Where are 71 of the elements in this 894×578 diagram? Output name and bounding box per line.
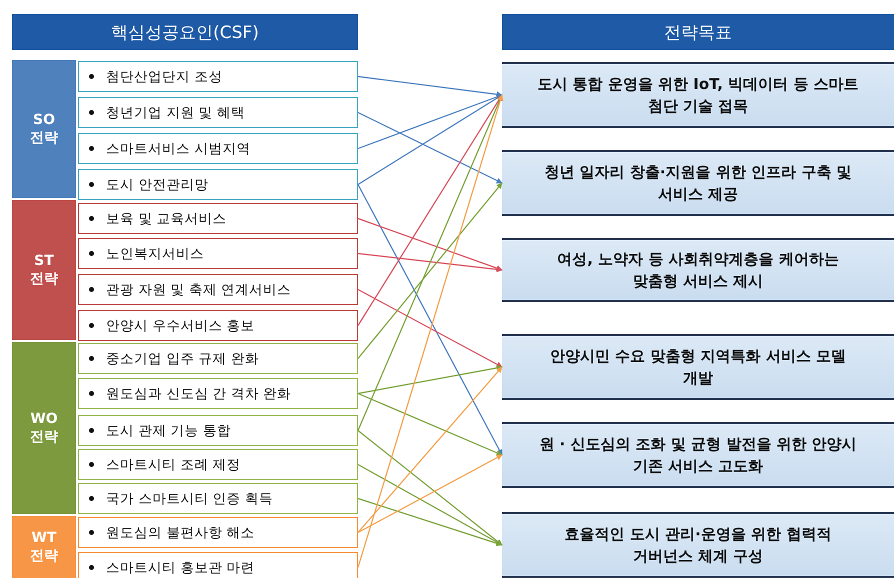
strategy-band	[12, 200, 76, 340]
item-text: 보육 및 교육서비스	[106, 210, 227, 228]
csf-item-box	[78, 343, 358, 374]
arrow	[358, 182, 502, 359]
arrow	[357, 94, 504, 568]
column-header	[12, 14, 358, 50]
item-text: 스마트서비스 시범지역	[106, 140, 250, 158]
node-text: 여성, 노약자 등 사회취약계층을 케어하는 맞춤형 서비스 제시	[556, 248, 840, 292]
item-text: 스마트시티 홍보관 마련	[106, 558, 255, 576]
arrow	[358, 112, 503, 184]
goal-box	[502, 238, 894, 302]
csf-item-box	[78, 415, 358, 446]
arrow	[357, 184, 503, 456]
column-header	[502, 14, 894, 50]
goal-box	[502, 422, 894, 488]
node-text: WT 전략	[28, 528, 59, 566]
item-text: 국가 스마트시티 인증 획득	[106, 490, 273, 508]
node-text: 청년 일자리 창출·지원을 위한 인프라 구축 및 서비스 제공	[543, 162, 853, 205]
node-text: 전략목표	[664, 22, 732, 44]
node-text: 핵심성공요인(CSF)	[111, 22, 259, 44]
item-text: 노인복지서비스	[106, 244, 204, 262]
goal-box	[502, 62, 894, 128]
goal-box	[502, 512, 894, 578]
node-text: 안양시민 수요 맞춤형 지역특화 서비스 모델 개발	[548, 346, 848, 389]
arrow	[358, 365, 503, 394]
csf-item-box	[78, 517, 358, 548]
node-text: 원 · 신도심의 조화 및 균형 발전을 위한 안양시 기존 서비스 고도화	[538, 434, 858, 477]
strategy-band	[12, 516, 76, 578]
item-text: 도시 관제 기능 통합	[106, 422, 231, 440]
arrow	[358, 94, 502, 326]
arrow	[358, 218, 503, 271]
arrow	[358, 430, 502, 546]
csf-item-box	[78, 97, 358, 128]
item-text: 첨단산업단지 조성	[106, 68, 222, 86]
arrow	[358, 76, 503, 98]
item-text: 원도심과 신도심 간 격차 완화	[106, 384, 292, 402]
item-text: 중소기업 입주 규제 완화	[106, 350, 259, 368]
arrow	[358, 366, 502, 533]
arrow	[358, 498, 503, 546]
csf-item-box	[78, 378, 358, 409]
item-text: 원도심의 불편사항 해소	[106, 524, 255, 542]
csf-item-box	[78, 238, 358, 269]
arrow	[358, 454, 503, 534]
csf-item-box	[78, 61, 358, 92]
csf-item-box	[78, 274, 358, 305]
node-text: 효율적인 도시 관리·운영을 위한 협력적 거버넌스 체계 구성	[564, 524, 832, 567]
node-text: SO 전략	[28, 110, 59, 148]
goal-box	[502, 334, 894, 400]
csf-item-box	[78, 310, 358, 341]
csf-item-box	[78, 552, 358, 578]
strategy-band	[12, 342, 76, 514]
item-text: 안양시 우수서비스 홍보	[106, 316, 255, 334]
strategy-band	[12, 60, 76, 198]
arrow	[358, 288, 503, 368]
node-text: 도시 통합 운영을 위한 IoT, 빅데이터 등 스마트 첨단 기술 접목	[536, 74, 860, 117]
arrow	[357, 94, 503, 431]
node-text: WO 전략	[28, 410, 59, 446]
csf-item-box	[78, 449, 358, 480]
csf-item-box	[78, 203, 358, 234]
arrow	[358, 464, 503, 546]
item-text: 스마트시티 조례 제정	[106, 456, 241, 474]
arrow	[358, 252, 503, 272]
csf-item-box	[78, 133, 358, 164]
csf-item-box	[78, 169, 358, 200]
arrow	[358, 392, 503, 456]
item-text: 관광 자원 및 축제 연계서비스	[106, 280, 292, 298]
goal-box	[502, 150, 894, 216]
item-text: 청년기업 지원 및 혜택	[106, 104, 245, 122]
item-text: 도시 안전관리망	[106, 176, 208, 194]
csf-item-box	[78, 483, 358, 514]
node-text: ST 전략	[28, 252, 59, 288]
